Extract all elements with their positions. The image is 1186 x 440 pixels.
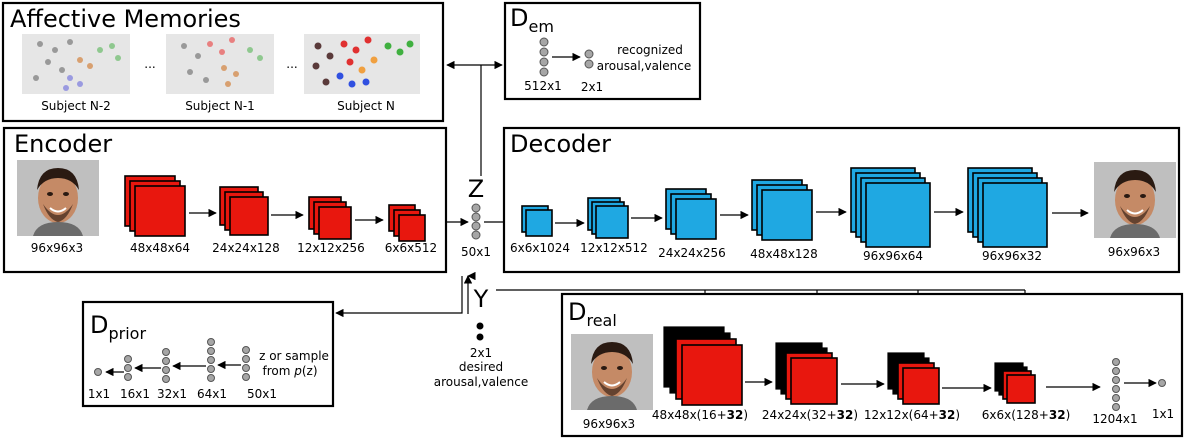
decoder-block-6-label: 96x96x32 [982, 249, 1042, 263]
dem-panel: Dem 512x1 2x1 recognized arousal,valence [503, 1, 702, 101]
encoder-block-2-label: 24x24x128 [212, 241, 280, 255]
encoder-input-label: 96x96x3 [31, 241, 83, 255]
encoder-block-4-label: 6x6x512 [385, 241, 437, 255]
dreal-fc-nodes [1112, 358, 1120, 411]
decoder-block-3-label: 24x24x256 [658, 246, 726, 260]
subject-n-1-label: Subject N-1 [185, 99, 255, 113]
dem-desc-1: recognized [617, 43, 683, 57]
dprior-panel: Dprior 1x1 16x1 32x1 64x1 50x1 z or samp… [81, 300, 335, 408]
dprior-label-3: 32x1 [157, 387, 187, 401]
z-vector: Z 50x1 [461, 175, 491, 259]
subject-n-scatter [304, 34, 420, 94]
encoder-block-1 [124, 175, 186, 237]
decoder-block-6 [967, 167, 1048, 248]
ellipsis-2: ... [286, 57, 297, 71]
z-symbol: Z [468, 175, 484, 203]
dreal-block-4 [994, 362, 1036, 404]
subject-n-label: Subject N [337, 99, 395, 113]
decoder-block-3 [665, 188, 717, 240]
decoder-panel: Decoder 6x6x1024 12x12x512 24x24x256 48x… [502, 126, 1181, 274]
dprior-title: Dprior [90, 311, 146, 343]
encoder-block-1-label: 48x48x64 [130, 241, 190, 255]
dreal-block-2-label: 24x24x(32+32) [762, 408, 858, 422]
affective-memories-panel: Affective Memories Subject N-2 ... Subje… [1, 1, 445, 123]
dprior-label-5: 50x1 [247, 387, 277, 401]
subject-n-2-label: Subject N-2 [41, 99, 111, 113]
dreal-block-2 [775, 342, 838, 405]
dreal-panel: Dreal 96x96x3 48x48x(16+32) 24x24x(32+32… [560, 292, 1184, 438]
decoder-block-2 [587, 197, 629, 239]
encoder-block-4 [388, 204, 426, 242]
decoder-block-1-label: 6x6x1024 [510, 241, 570, 255]
decoder-block-5 [850, 167, 931, 248]
subject-n-1-scatter [166, 34, 274, 94]
dreal-fc-label: 1204x1 [1092, 412, 1137, 426]
y-symbol: Y [473, 285, 489, 313]
encoder-block-3 [308, 196, 352, 240]
encoder-input-face [16, 159, 100, 237]
encoder-title: Encoder [14, 130, 112, 158]
dem-desc-2: arousal,valence [597, 59, 691, 73]
ellipsis-1: ... [144, 57, 155, 71]
encoder-block-2 [219, 186, 269, 236]
decoder-block-2-label: 12x12x512 [580, 241, 648, 255]
dprior-desc-2: from p(z) [262, 364, 317, 378]
decoder-block-5-label: 96x96x64 [863, 249, 923, 263]
dprior-label-4: 64x1 [197, 387, 227, 401]
dreal-block-3 [887, 352, 940, 405]
decoder-block-4 [751, 179, 813, 241]
encoder-block-3-label: 12x12x256 [297, 241, 365, 255]
decoder-title: Decoder [510, 130, 611, 158]
dreal-input-face [570, 333, 654, 411]
dreal-block-1 [663, 326, 743, 406]
encoder-panel: Encoder 96x96x3 48x48x64 24x24x128 12x12… [2, 126, 448, 274]
dem-output-label: 2x1 [581, 80, 603, 94]
y-label: 2x1 [470, 346, 492, 360]
affective-memories-title: Affective Memories [10, 5, 241, 33]
decoder-block-4-label: 48x48x128 [750, 247, 818, 261]
dprior-desc-1: z or sample [259, 349, 329, 363]
z-label: 50x1 [461, 245, 491, 259]
dprior-label-2: 16x1 [120, 387, 150, 401]
dem-input-label: 512x1 [524, 79, 562, 93]
dprior-label-1: 1x1 [88, 387, 110, 401]
dreal-input-label: 96x96x3 [583, 417, 635, 431]
decoder-block-1 [521, 205, 553, 237]
dreal-block-4-label: 6x6x(128+32) [982, 408, 1071, 422]
y-desc-2: arousal,valence [434, 375, 528, 389]
dreal-block-1-label: 48x48x(16+32) [652, 408, 748, 422]
subject-n-2-scatter [22, 34, 130, 94]
dreal-output-node [1158, 379, 1166, 387]
dreal-output-label: 1x1 [1152, 407, 1174, 421]
dreal-title: Dreal [568, 298, 617, 330]
decoder-output-label: 96x96x3 [1108, 245, 1160, 259]
dreal-block-3-label: 12x12x(64+32) [864, 408, 960, 422]
dem-title: Dem [510, 4, 554, 36]
y-desc-1: desired [459, 360, 503, 374]
decoder-output-face [1093, 161, 1177, 239]
